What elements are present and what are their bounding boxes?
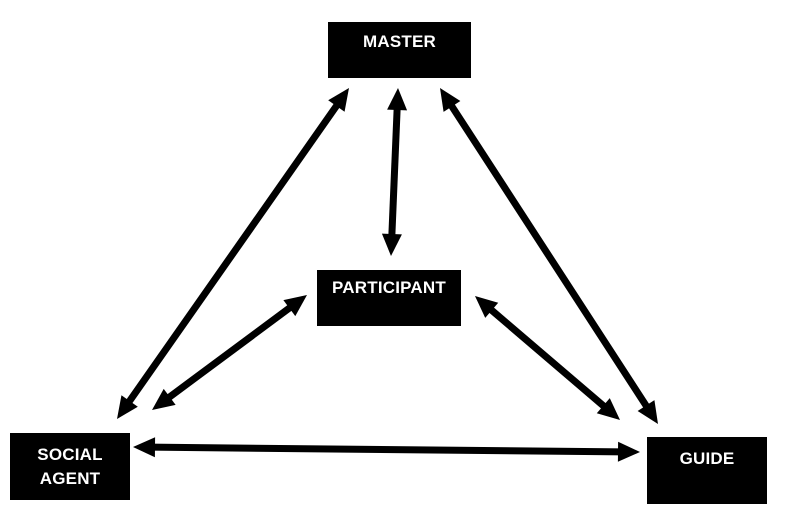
arrowhead (475, 296, 499, 318)
arrow-master-participant (381, 88, 408, 256)
guide-label: GUIDE (679, 449, 735, 468)
arrow-social_agent-guide (133, 437, 640, 462)
arrowhead (328, 88, 349, 112)
arrowhead (283, 295, 307, 317)
arrowhead (133, 437, 156, 458)
arrowhead (117, 395, 138, 419)
social-agent-node: SOCIAL AGENT (10, 433, 130, 500)
arrowhead (381, 233, 402, 256)
arrowhead (596, 398, 620, 420)
arrow-master-guide (440, 88, 658, 424)
arrowhead (387, 88, 408, 111)
arrow-shaft (486, 305, 609, 411)
arrow-shaft (164, 302, 295, 403)
arrow-shaft (150, 443, 623, 456)
master-node: MASTER (328, 22, 471, 78)
social-agent-label: SOCIAL AGENT (37, 444, 103, 488)
arrow-shaft (446, 101, 652, 411)
arrow-shaft (388, 105, 401, 239)
arrowhead (637, 400, 658, 424)
arrow-participant-guide (475, 296, 620, 420)
arrowhead (440, 88, 461, 112)
arrow-participant-social_agent (152, 295, 307, 410)
arrowhead (617, 441, 640, 462)
arrow-master-social_agent (117, 88, 349, 419)
participant-node: PARTICIPANT (317, 270, 461, 326)
participant-label: PARTICIPANT (332, 278, 446, 297)
arrow-shaft (124, 100, 342, 407)
arrowhead (152, 388, 176, 410)
master-label: MASTER (363, 32, 436, 51)
guide-node: GUIDE (647, 437, 767, 504)
